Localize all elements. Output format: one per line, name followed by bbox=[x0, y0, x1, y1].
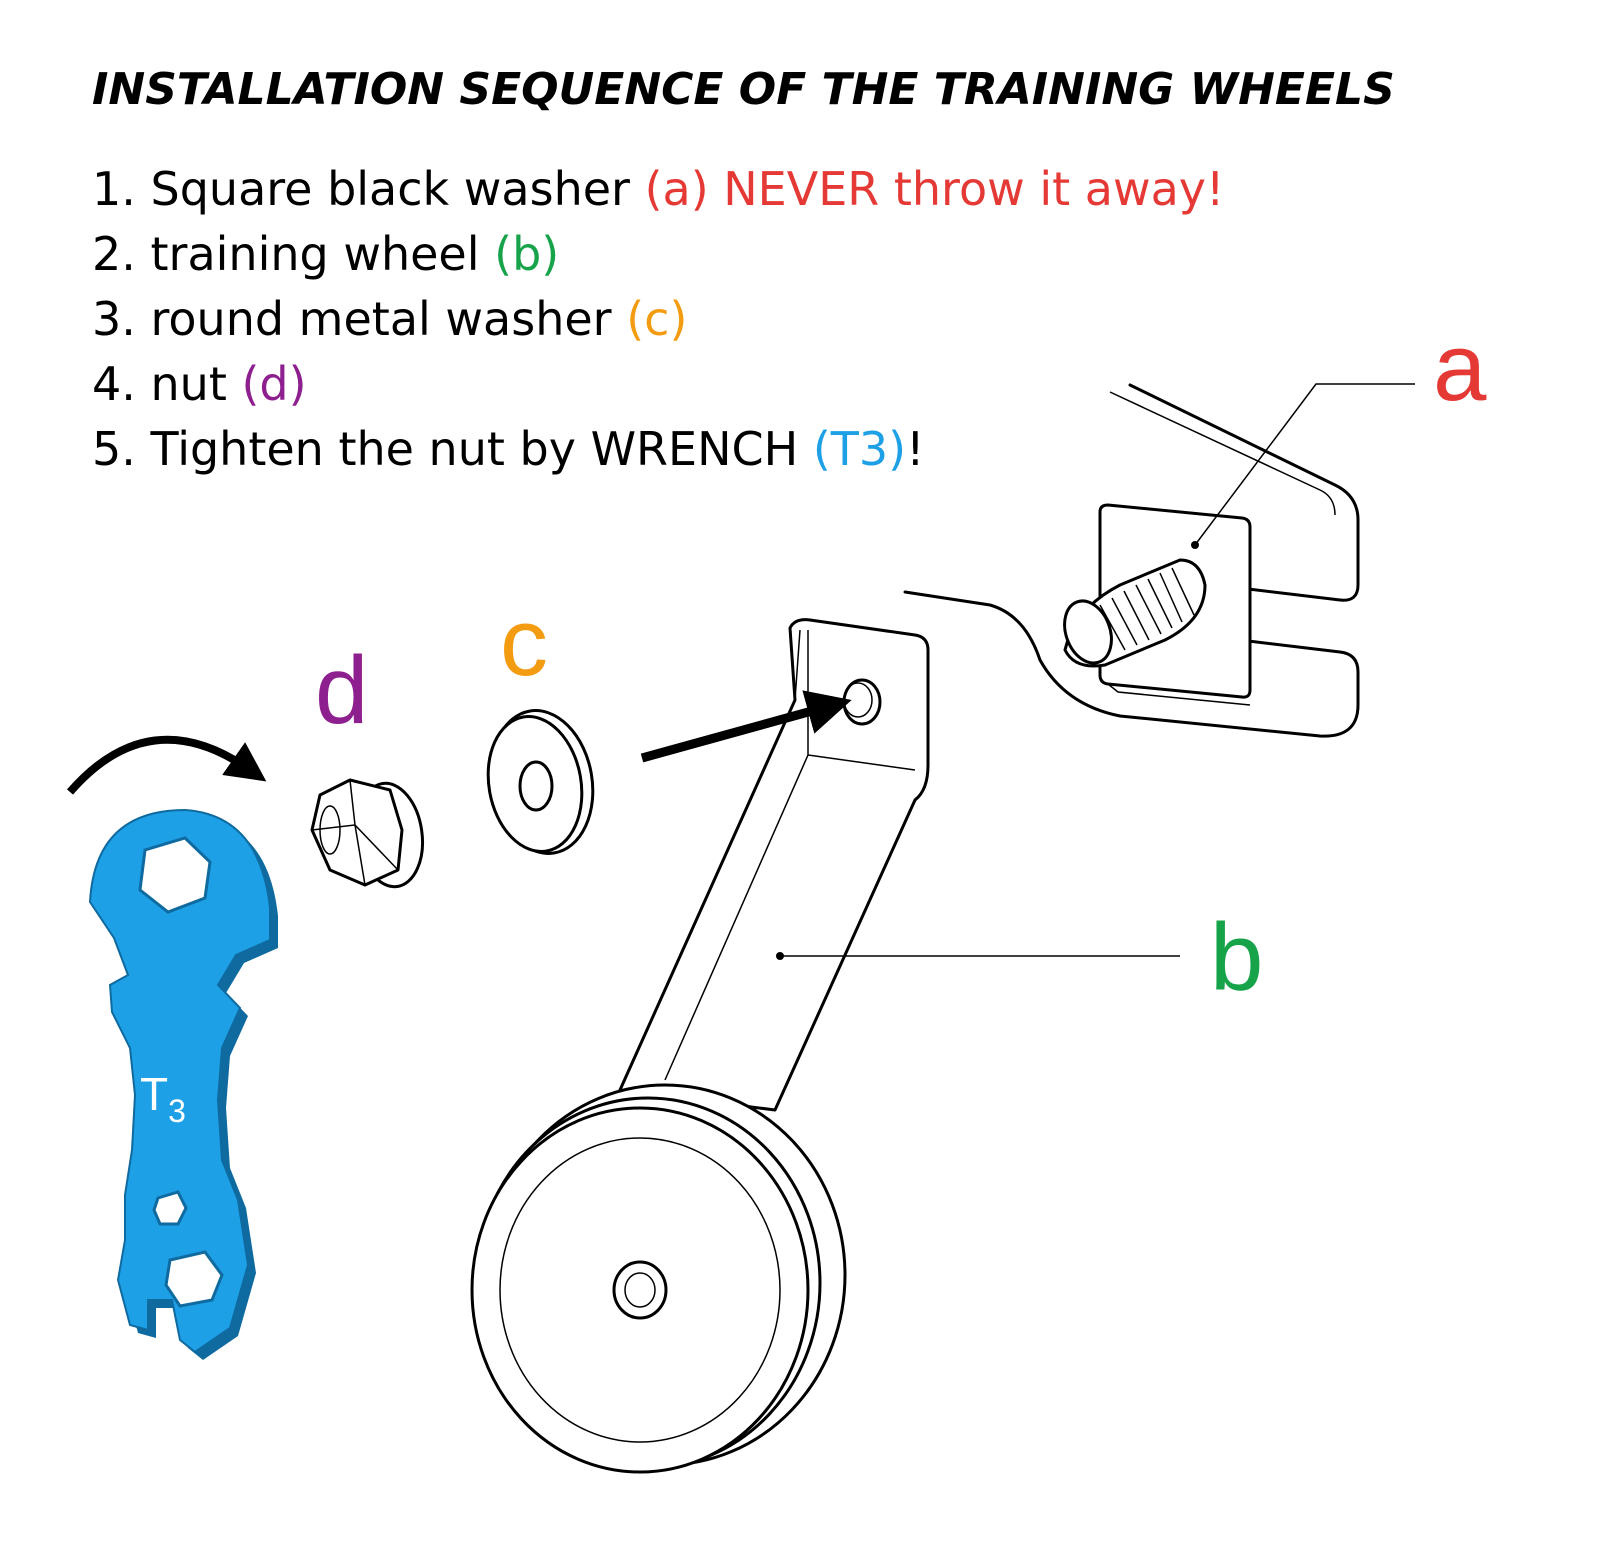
wrench-hex-hole-large bbox=[138, 836, 212, 914]
training-wheel-b bbox=[470, 618, 1180, 1474]
label-a: a bbox=[1433, 314, 1487, 421]
assembly-arrow bbox=[640, 690, 852, 763]
step-3: 3. round metal washer (c) bbox=[92, 292, 687, 346]
wrench-hex-hole-medium bbox=[164, 1250, 224, 1308]
wrench-hex-hole-small bbox=[152, 1190, 188, 1226]
step-5: 5. Tighten the nut by WRENCH (T3)! bbox=[92, 422, 925, 476]
step-1-highlight: (a) NEVER throw it away! bbox=[645, 162, 1225, 216]
page-title: INSTALLATION SEQUENCE OF THE TRAINING WH… bbox=[92, 64, 1395, 115]
leader-line-a bbox=[1194, 383, 1415, 546]
nut-d bbox=[310, 778, 425, 889]
label-b: b bbox=[1210, 904, 1263, 1011]
rotation-arrow bbox=[66, 735, 267, 795]
step-4: 4. nut (d) bbox=[92, 357, 307, 411]
step-1: 1. Square black washer (a) NEVER throw i… bbox=[92, 162, 1224, 216]
step-2: 2. training wheel (b) bbox=[92, 227, 559, 281]
steps-list: 1. Square black washer (a) NEVER throw i… bbox=[92, 162, 1224, 476]
step-4-highlight: (d) bbox=[241, 357, 306, 411]
step-3-highlight: (c) bbox=[626, 292, 687, 346]
bolt-thread bbox=[1063, 558, 1207, 668]
step-2-highlight: (b) bbox=[494, 227, 559, 281]
square-washer-a bbox=[1063, 383, 1415, 706]
label-c: c bbox=[500, 589, 548, 696]
round-washer-c bbox=[486, 709, 595, 855]
label-d: d bbox=[315, 637, 368, 744]
step-5-highlight: (T3) bbox=[813, 422, 906, 476]
wrench-label: T3 bbox=[140, 1068, 186, 1129]
wrench-t3: T3 bbox=[88, 808, 278, 1360]
